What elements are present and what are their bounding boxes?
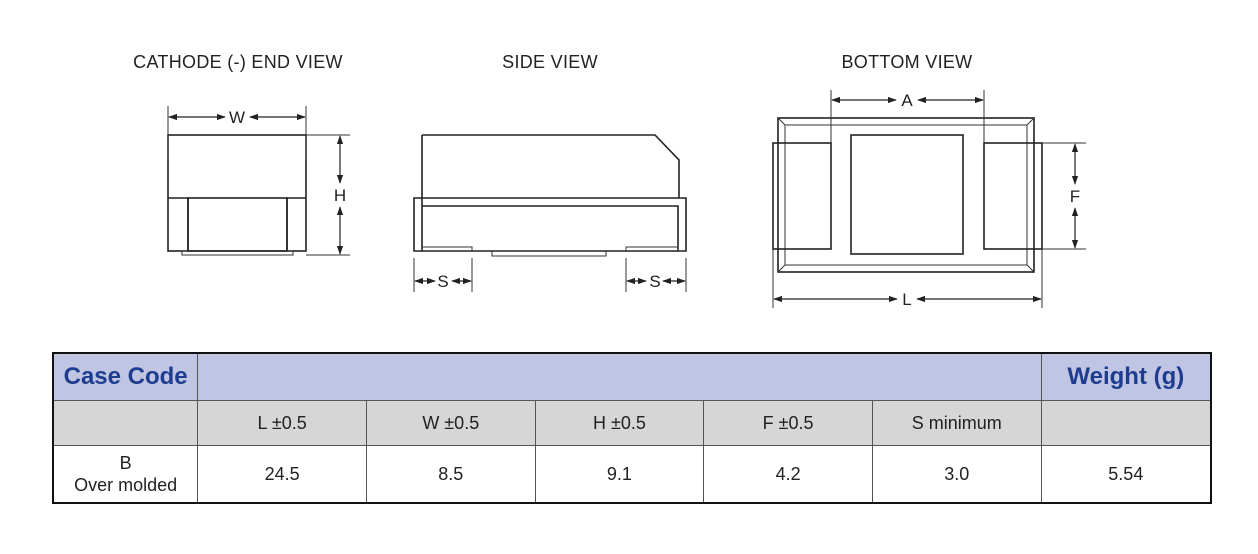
weight-header-text: Weight (g) bbox=[1067, 363, 1185, 390]
value-s: 3.0 bbox=[871, 445, 1042, 504]
subheader-blank-weight bbox=[1040, 400, 1212, 446]
end-view-title: CATHODE (-) END VIEW bbox=[133, 52, 343, 72]
case-code-line2: Over molded bbox=[74, 475, 178, 495]
dim-label-w: W bbox=[229, 108, 245, 127]
subheader-blank bbox=[52, 400, 199, 446]
bottom-view-title: BOTTOM VIEW bbox=[842, 52, 973, 72]
value-h: 9.1 bbox=[534, 445, 705, 504]
dim-label-l: L bbox=[902, 290, 911, 309]
case-code-line1: B bbox=[119, 453, 132, 473]
bottom-view: A F L bbox=[772, 90, 1086, 309]
table-row: B Over molded 24.5 8.5 9.1 4.2 3.0 5.54 bbox=[52, 445, 1212, 504]
value-l: 24.5 bbox=[197, 445, 367, 504]
column-header-h: H ±0.5 bbox=[534, 400, 705, 446]
side-view-title: SIDE VIEW bbox=[502, 52, 598, 72]
dim-label-a: A bbox=[901, 91, 913, 110]
dim-label-f: F bbox=[1070, 187, 1080, 206]
dim-label-s-right: S bbox=[649, 272, 660, 291]
table-header-row: Case Code Weight (g) bbox=[52, 352, 1212, 401]
end-view: W H bbox=[167, 106, 350, 256]
case-code-header-text: Case Code bbox=[63, 363, 188, 390]
value-f: 4.2 bbox=[703, 445, 873, 504]
column-header-f: F ±0.5 bbox=[703, 400, 873, 446]
dimensions-table: Case Code Weight (g) L ±0.5 W ±0.5 H ±0.… bbox=[52, 352, 1212, 504]
dim-label-h: H bbox=[334, 186, 346, 205]
table-subheader-row: L ±0.5 W ±0.5 H ±0.5 F ±0.5 S minimum bbox=[52, 400, 1212, 446]
mechanical-drawing: CATHODE (-) END VIEW SIDE VIEW BOTTOM VI… bbox=[133, 52, 1086, 309]
dim-label-s-left: S bbox=[437, 272, 448, 291]
column-header-l: L ±0.5 bbox=[197, 400, 367, 446]
value-w: 8.5 bbox=[365, 445, 536, 504]
header-spacer bbox=[197, 352, 1042, 401]
case-code-cell: B Over molded bbox=[52, 445, 199, 504]
column-header-s: S minimum bbox=[871, 400, 1042, 446]
weight-header: Weight (g) bbox=[1040, 352, 1212, 401]
case-code-header: Case Code bbox=[52, 352, 199, 401]
column-header-w: W ±0.5 bbox=[365, 400, 536, 446]
side-view: S S bbox=[413, 134, 687, 292]
value-weight: 5.54 bbox=[1040, 445, 1212, 504]
